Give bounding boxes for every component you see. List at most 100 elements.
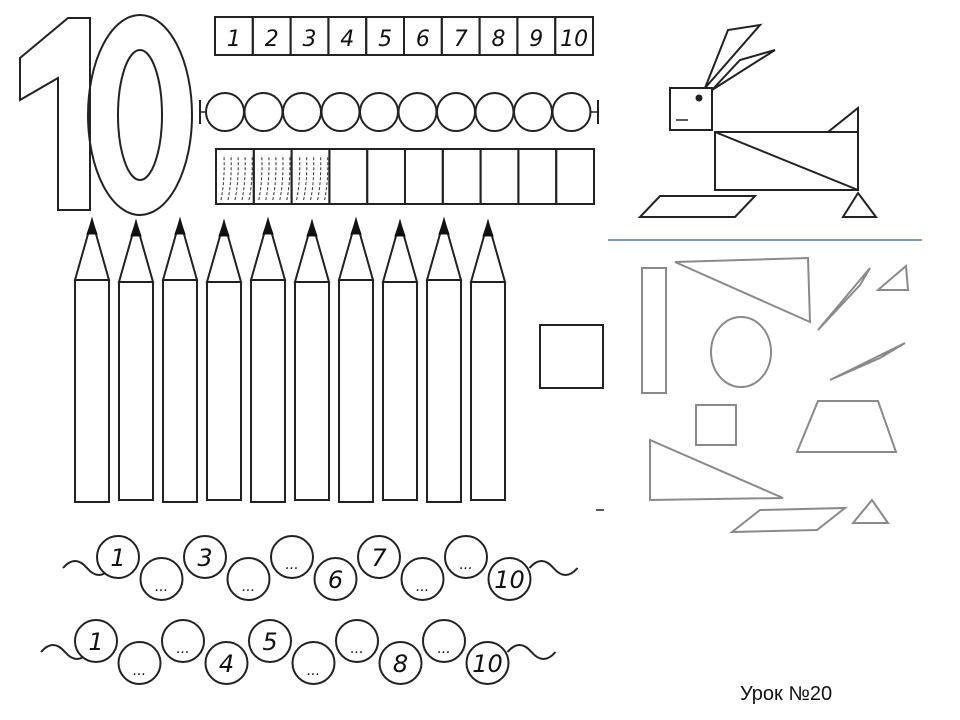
bead-string [199,92,599,132]
bead [397,92,438,132]
big-number-ten [19,14,193,216]
sliver-triangle [829,342,906,381]
pencil-lead [438,218,450,235]
number-chain-bottom: 1......45......8...10 [40,619,557,685]
number-strip-label: 8 [492,27,506,52]
chain-bead [335,619,379,663]
chain-bead [465,641,510,685]
pencil [205,218,243,501]
hare-eye [695,94,703,102]
chain-bead-number: 7 [371,544,387,572]
chain-string-right [528,560,579,576]
strip-cell [441,148,482,205]
bead [282,92,322,132]
chain-bead [117,641,162,685]
tall-rectangle [641,267,667,394]
pencil-body [426,279,462,503]
chain-bead [226,557,271,601]
strip-cell [328,148,369,205]
pencil-tip [73,216,111,281]
pencil-body [294,281,330,501]
shading-stroke [265,154,270,201]
right-triangle [649,438,784,502]
oval-shape [710,316,772,388]
lesson-label: Урок №20 [740,683,833,705]
square-shape [539,324,604,389]
shading-stroke [310,154,315,201]
pencil-lead [350,218,362,235]
bead [474,92,515,132]
number-chain-top: 1...3......67......10 [62,535,579,601]
pencil-lead [262,218,274,235]
digit-zero-inner [117,49,163,181]
pencil-lead [130,220,142,237]
pencil-body [338,279,374,503]
pencil [117,218,155,501]
chain-bead-number: 4 [219,650,234,678]
hare-body [714,131,859,191]
pencil-lead [394,220,406,237]
pencil-body [118,281,154,501]
shading-stroke [286,154,291,201]
hare-back-leg [841,191,878,218]
strip-cell [366,148,407,205]
chain-bead-number: 3 [197,544,212,572]
chain-bead-number: 1 [110,544,125,572]
number-strip-cell [554,16,595,56]
shading-stroke [324,154,329,201]
chain-bead [139,557,184,601]
pencil [293,218,331,501]
shading-stroke [296,154,301,201]
chain-bead [74,619,118,663]
pencil-body [470,281,506,501]
pencil-tip [337,216,375,281]
shading-stroke [317,154,322,201]
chain-bead-blank: ... [416,579,429,595]
bead [205,92,245,132]
chain-bead-blank: ... [133,663,146,679]
shading-stroke [241,154,246,201]
pencil-tip [425,216,463,281]
number-strip-label: 2 [265,27,279,52]
number-strip-label: 3 [303,27,317,52]
strip-cell [555,148,596,205]
pencil-lead [218,220,230,237]
pencil [381,218,419,501]
small-square [695,404,737,446]
number-strip-label: 9 [529,27,543,52]
loose-shapes [641,256,910,534]
number-strip-label: 1 [227,27,241,52]
strip-cell [290,148,331,205]
chain-string-right [506,644,557,660]
chain-bead-blank: ... [155,579,168,595]
hare-tail [825,105,859,133]
chain-bead [291,641,336,685]
cell-strip [215,148,596,205]
chain-bead-blank: ... [307,663,320,679]
pencil-body [74,279,110,503]
bead [436,92,476,132]
chain-bead [487,557,532,601]
strip-cell [479,148,520,205]
chain-bead-number: 6 [328,566,343,594]
chain-bead [313,557,358,601]
hare-figure [637,23,878,218]
pencil-body [250,279,286,503]
chain-bead-blank: ... [437,641,450,657]
chain-bead [204,641,249,685]
hare-ear-left [704,23,763,89]
number-strip-label: 10 [560,27,588,52]
chain-bead [378,641,423,685]
chain-bead-number: 10 [494,566,525,594]
shading-stroke [279,154,284,201]
pencil [161,216,199,503]
chain-bead-blank: ... [459,557,472,573]
chain-bead [270,535,314,579]
chain-bead-number: 1 [88,628,103,656]
number-strip-label: 4 [340,27,354,52]
pencil-tip [469,218,507,283]
bead [320,92,361,132]
shading-stroke [248,154,253,201]
